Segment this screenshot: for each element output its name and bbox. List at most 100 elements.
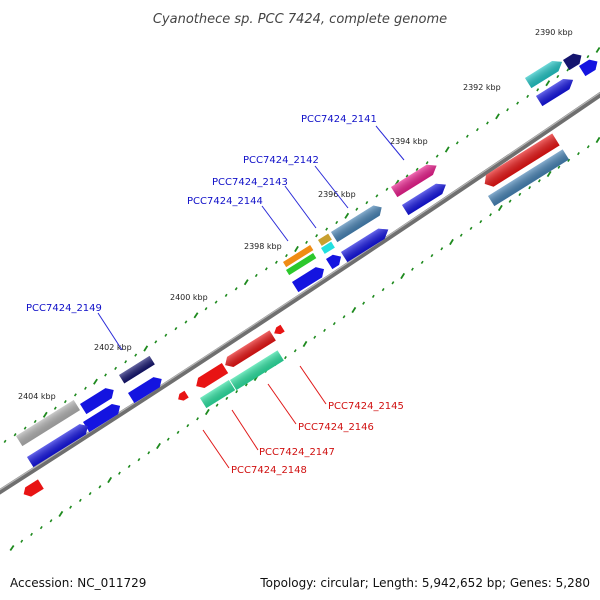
tick-mark bbox=[536, 88, 540, 92]
tick-mark bbox=[33, 419, 37, 424]
tick-mark bbox=[293, 349, 297, 353]
tick-mark bbox=[176, 430, 180, 435]
gene-arrow bbox=[178, 390, 189, 401]
tick-mark bbox=[400, 272, 406, 280]
gene-arrow bbox=[318, 233, 332, 246]
forward-callout-lines bbox=[97, 125, 405, 351]
gene-label-2148[interactable]: PCC7424_2148 bbox=[231, 465, 307, 476]
tick-mark bbox=[204, 307, 208, 311]
outer-tick-marks bbox=[3, 47, 600, 444]
tick-mark bbox=[556, 74, 560, 79]
tick-mark bbox=[465, 134, 469, 138]
gene-label-2145[interactable]: PCC7424_2145 bbox=[328, 401, 404, 412]
tick-mark bbox=[302, 340, 308, 348]
gene-arrow bbox=[391, 164, 437, 198]
tick-mark bbox=[586, 145, 590, 149]
tick-mark bbox=[124, 360, 128, 364]
tick-mark bbox=[449, 238, 454, 246]
tick-mark bbox=[13, 433, 17, 437]
gene-label-2141[interactable]: PCC7424_2141 bbox=[301, 114, 377, 125]
tick-mark bbox=[486, 121, 489, 125]
tick-mark bbox=[440, 247, 444, 251]
gene-label-2144[interactable]: PCC7424_2144 bbox=[187, 196, 263, 207]
tick-mark bbox=[235, 389, 239, 394]
tick-mark bbox=[385, 187, 389, 191]
gene-arrow bbox=[525, 61, 563, 89]
gene-arrow bbox=[196, 362, 229, 388]
tick-mark bbox=[294, 245, 299, 253]
gene-label-2143[interactable]: PCC7424_2143 bbox=[212, 177, 288, 188]
tick-mark bbox=[497, 204, 503, 212]
gene-arrow bbox=[80, 388, 114, 415]
gene-arrow bbox=[283, 245, 314, 268]
tick-mark bbox=[118, 471, 121, 475]
gene-label-2147[interactable]: PCC7424_2147 bbox=[259, 447, 335, 458]
tick-mark bbox=[528, 185, 532, 190]
gene-arrow bbox=[200, 379, 236, 409]
tick-mark bbox=[323, 328, 326, 333]
tick-mark bbox=[362, 301, 366, 305]
tick-label-2390: 2390 kbp bbox=[535, 28, 573, 37]
accession-text: Accession: NC_011729 bbox=[10, 576, 147, 590]
tick-mark bbox=[355, 207, 359, 211]
gene-arrow bbox=[225, 330, 276, 367]
tick-mark bbox=[351, 306, 357, 314]
tick-mark bbox=[435, 154, 439, 158]
tick-mark bbox=[508, 199, 512, 203]
tick-mark bbox=[107, 476, 113, 484]
tick-mark bbox=[459, 233, 463, 237]
gene-label-2146[interactable]: PCC7424_2146 bbox=[298, 422, 374, 433]
tick-mark bbox=[215, 403, 219, 407]
tick-mark bbox=[586, 54, 590, 59]
tick-mark bbox=[63, 399, 67, 404]
tick-mark bbox=[365, 200, 369, 205]
gene-arrow bbox=[16, 399, 81, 447]
tick-mark bbox=[184, 320, 188, 324]
tick-mark bbox=[204, 408, 210, 416]
tick-label-2400: 2400 kbp bbox=[170, 293, 208, 302]
tick-mark bbox=[518, 192, 522, 197]
tick-mark bbox=[411, 267, 414, 271]
tick-mark bbox=[285, 253, 288, 258]
tick-mark bbox=[274, 260, 278, 264]
tick-mark bbox=[147, 451, 151, 455]
tick-mark bbox=[430, 253, 434, 258]
tick-mark bbox=[69, 505, 73, 509]
tick-mark bbox=[224, 293, 228, 298]
tick-mark bbox=[127, 464, 131, 469]
tick-mark bbox=[455, 141, 459, 145]
tick-label-2404: 2404 kbp bbox=[18, 392, 56, 401]
tick-mark bbox=[506, 108, 509, 112]
gene-arrow bbox=[331, 205, 382, 243]
tick-mark bbox=[53, 406, 57, 410]
tick-mark bbox=[78, 498, 82, 503]
tick-mark bbox=[332, 321, 336, 326]
tick-mark bbox=[174, 326, 178, 331]
tick-mark bbox=[469, 226, 473, 231]
tick-mark bbox=[425, 161, 429, 165]
tick-mark bbox=[137, 457, 141, 462]
tick-mark bbox=[264, 267, 268, 271]
gene-label-2142[interactable]: PCC7424_2142 bbox=[243, 155, 319, 166]
tick-mark bbox=[567, 158, 571, 163]
tick-mark bbox=[325, 227, 329, 231]
reverse-callout-lines bbox=[202, 365, 327, 469]
tick-mark bbox=[93, 378, 98, 385]
gene-arrow bbox=[292, 267, 325, 293]
tick-mark bbox=[475, 127, 479, 132]
tick-mark bbox=[143, 345, 149, 352]
reverse-genes bbox=[23, 133, 569, 497]
tick-label-2402: 2402 kbp bbox=[94, 343, 132, 352]
tick-label-2392: 2392 kbp bbox=[463, 83, 501, 92]
tick-mark bbox=[381, 287, 385, 292]
tick-mark bbox=[156, 442, 161, 450]
gene-label-2149[interactable]: PCC7424_2149 bbox=[26, 303, 102, 314]
tick-mark bbox=[405, 174, 409, 178]
gene-arrow bbox=[230, 350, 284, 391]
tick-mark bbox=[344, 212, 350, 219]
tick-mark bbox=[371, 294, 375, 299]
tick-mark bbox=[391, 281, 395, 285]
genome-stats-text: Topology: circular; Length: 5,942,652 bp… bbox=[260, 576, 590, 590]
tick-mark bbox=[254, 273, 258, 278]
tick-mark bbox=[444, 146, 450, 153]
